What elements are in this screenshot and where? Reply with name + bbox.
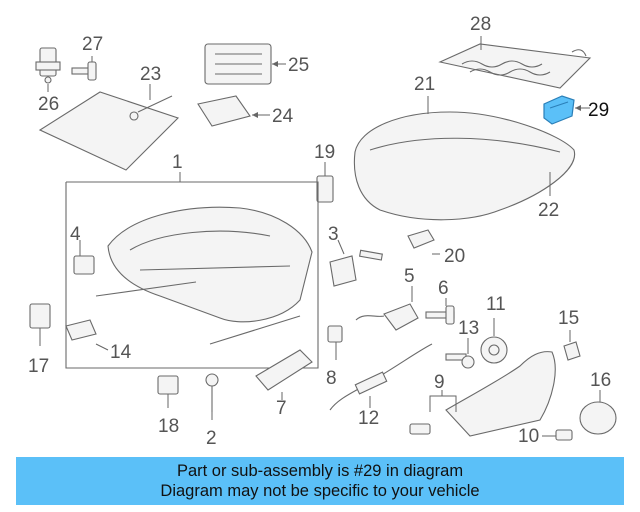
part-23-pad[interactable] [38, 84, 180, 171]
part-21-cushion[interactable] [353, 96, 576, 221]
callout-18: 18 [158, 416, 179, 437]
part-14-cover[interactable] [65, 319, 109, 351]
callout-2: 2 [206, 428, 217, 449]
callout-13: 13 [458, 318, 479, 339]
callout-24: 24 [272, 106, 294, 127]
callout-29: 29 [588, 100, 609, 121]
banner-line-2: Diagram may not be specific to your vehi… [160, 482, 480, 500]
part-2-bolt[interactable] [205, 373, 219, 420]
part-20-clip[interactable] [407, 229, 440, 255]
part-13-screw[interactable] [445, 338, 475, 369]
part-6-bolt[interactable] [425, 298, 455, 325]
callout-7: 7 [276, 398, 287, 419]
callout-16: 16 [590, 370, 611, 391]
info-banner: Part or sub-assembly is #29 in diagram D… [16, 457, 624, 505]
part-27-bolt[interactable] [71, 56, 97, 81]
part-18-clip[interactable] [157, 375, 179, 408]
part-9-shield[interactable] [409, 351, 556, 437]
part-25-module[interactable] [204, 43, 286, 85]
part-29-highlighted[interactable] [543, 95, 590, 125]
part-26-bracket[interactable] [35, 47, 61, 92]
callout-11: 11 [486, 294, 506, 315]
callout-21: 21 [414, 74, 435, 95]
callout-8: 8 [326, 368, 337, 389]
callout-9: 9 [434, 372, 445, 393]
part-5-bracket[interactable] [355, 286, 419, 331]
callout-20: 20 [444, 246, 465, 267]
part-4-bracket[interactable] [73, 240, 95, 275]
callout-23: 23 [140, 64, 161, 85]
callout-5: 5 [404, 266, 415, 287]
part-16-knob[interactable] [579, 390, 617, 435]
callout-4: 4 [70, 224, 81, 245]
callout-19: 19 [314, 142, 335, 163]
callout-3: 3 [328, 224, 339, 245]
part-7-trim[interactable] [255, 349, 313, 400]
part-28-heater-pad[interactable] [438, 36, 592, 89]
callout-12: 12 [358, 408, 379, 429]
banner-line-1: Part or sub-assembly is #29 in diagram [176, 462, 464, 480]
callout-1: 1 [172, 152, 183, 173]
part-17-clip[interactable] [29, 303, 51, 346]
callout-14: 14 [110, 342, 132, 363]
callout-6: 6 [438, 278, 449, 299]
part-12-cable[interactable] [329, 343, 433, 411]
callout-22: 22 [538, 200, 559, 221]
parts-diagram: 26 27 23 25 24 28 [28, 14, 617, 449]
callout-15: 15 [558, 308, 579, 329]
part-24-module[interactable] [197, 95, 270, 127]
callout-25: 25 [288, 55, 309, 76]
part-8-clip[interactable] [327, 325, 343, 360]
callout-17: 17 [28, 356, 49, 377]
callout-10: 10 [518, 426, 539, 447]
callout-28: 28 [470, 14, 491, 35]
callout-27: 27 [82, 34, 103, 55]
part-19-clip[interactable] [316, 162, 334, 203]
callout-26: 26 [38, 94, 59, 115]
part-15-clip[interactable] [563, 330, 581, 361]
part-11-cover[interactable] [480, 318, 508, 364]
part-3-bolt[interactable] [329, 239, 383, 287]
part-1-seat-frame[interactable] [65, 172, 319, 369]
part-10-screw[interactable] [542, 429, 573, 441]
